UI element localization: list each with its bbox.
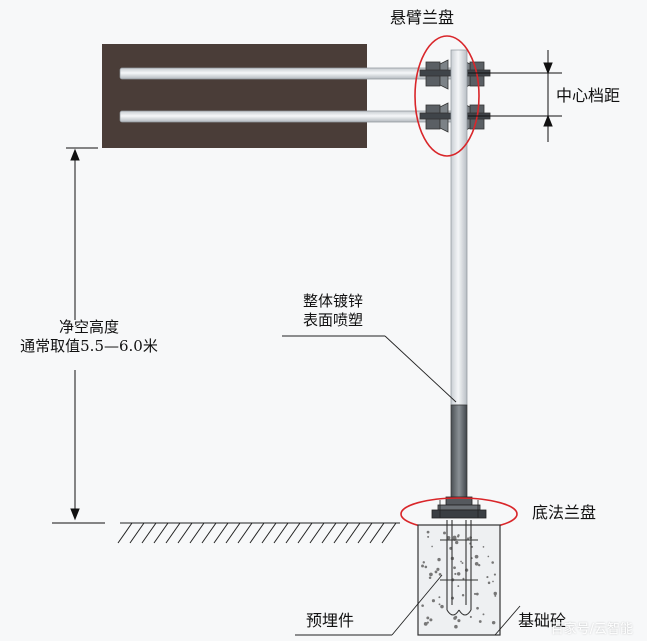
clear-height-line1: 净空高度 (58, 318, 119, 336)
embedded-part-label: 预埋件 (306, 611, 355, 630)
galvanized-leader (282, 335, 457, 403)
base-flange-label: 底法兰盘 (532, 503, 597, 522)
main-pole-upper (450, 49, 468, 406)
foundation-concrete-label: 基础砼 (518, 611, 567, 630)
sign-panel (102, 44, 367, 148)
clear-height-label: 净空高度 通常取值5.5—6.0米 (4, 318, 174, 356)
base-flange (431, 496, 487, 519)
cantilever-flange-highlight (414, 35, 480, 157)
clear-height-dimension (52, 147, 105, 524)
galvanized-line1: 整体镀锌 (302, 292, 363, 310)
foundation-leader (494, 605, 521, 636)
main-pole-lower (450, 404, 468, 506)
watermark: 百家号/云智能 (550, 622, 633, 637)
embedded-leader (295, 574, 443, 636)
ground-hatch (117, 522, 400, 544)
clear-height-line2: 通常取值5.5—6.0米 (20, 336, 158, 355)
galvanized-label: 整体镀锌 表面喷塑 (288, 292, 378, 330)
cantilever-flange-label: 悬臂兰盘 (390, 8, 455, 27)
center-spacing-label: 中心档距 (556, 86, 621, 105)
center-spacing-dimension (468, 50, 562, 142)
galvanized-line2: 表面喷塑 (302, 310, 363, 329)
foundation-block (417, 520, 501, 636)
